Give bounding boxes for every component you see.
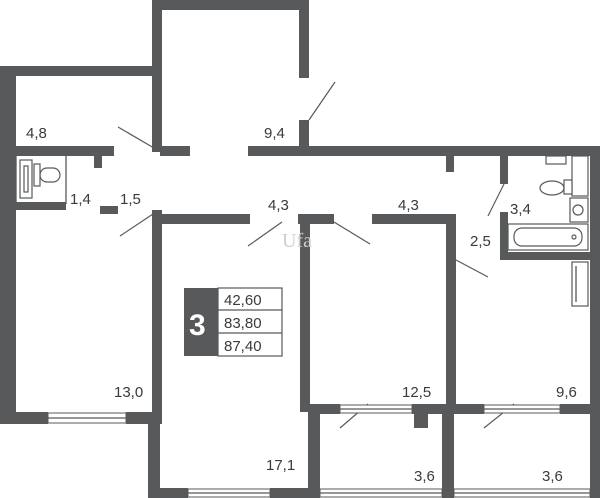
washer-icon xyxy=(571,261,589,307)
room-area-label: 3,6 xyxy=(414,468,435,485)
living-area-value: 42,60 xyxy=(224,292,262,309)
area-badge: 3 42,60 83,80 87,40 xyxy=(184,287,283,357)
toilet-left-icon xyxy=(19,159,61,199)
thin-partitions xyxy=(15,154,67,204)
inner-walls xyxy=(16,146,590,412)
room-area-label: 3,4 xyxy=(510,201,531,218)
room-area-label: 4,8 xyxy=(26,125,47,142)
room-area-label: 4,3 xyxy=(268,197,289,214)
room-area-label: 9,4 xyxy=(264,125,285,142)
room-area-label: 13,0 xyxy=(114,384,143,401)
room-labels: 4,8 9,4 1,4 1,5 4,3 4,3 3,4 2,5 13,0 12,… xyxy=(26,125,577,485)
room-area-label: 4,3 xyxy=(398,197,419,214)
sink-left-icon xyxy=(23,165,29,193)
room-area-label: 9,6 xyxy=(556,384,577,401)
total-area-with-balcony-value: 87,40 xyxy=(224,338,262,355)
room-area-label: 3,6 xyxy=(542,468,563,485)
windows xyxy=(47,404,591,498)
room-area-label: 12,5 xyxy=(402,384,431,401)
room-area-label: 17,1 xyxy=(266,457,295,474)
door-swings xyxy=(117,81,515,429)
room-area-label: 1,4 xyxy=(70,191,91,208)
toilet-right-icon xyxy=(539,155,589,197)
rooms-count-box xyxy=(184,288,218,356)
watermark: Ufa xyxy=(282,230,312,252)
room-area-label: 1,5 xyxy=(120,191,141,208)
sink-right-icon xyxy=(569,197,589,223)
room-area-label: 2,5 xyxy=(470,233,491,250)
total-area-value: 83,80 xyxy=(224,315,262,332)
bathtub-icon xyxy=(507,223,589,251)
rooms-count: 3 xyxy=(189,309,206,342)
